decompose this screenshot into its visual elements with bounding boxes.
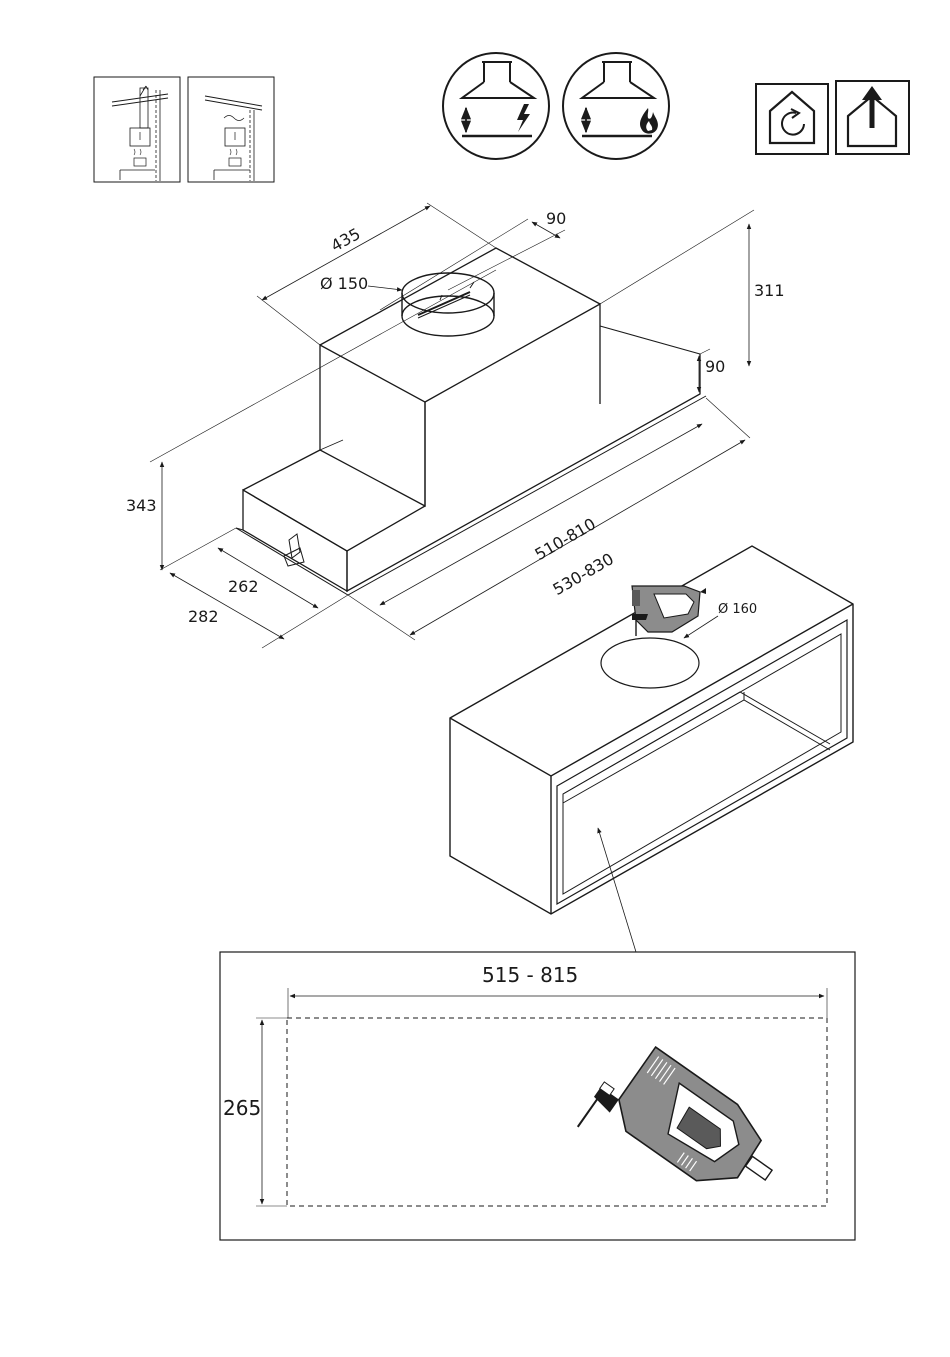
label-height-total: 311 [754,281,785,300]
label-cutout-width: 515 - 815 [482,963,578,987]
label-depth-inner: 262 [228,577,259,596]
ducted-installation-icon [94,77,180,182]
dimension-depth-lower: 262 282 [160,528,348,648]
label-depth-outer: 282 [188,607,219,626]
cutout-detail-panel: 515 - 815 265 [220,952,855,1240]
dimension-duct-diameter: Ø 150 [320,274,402,293]
house-recirculation-icon [756,84,828,154]
duct-collar [402,273,494,336]
dimension-height-total: 311 [600,210,785,366]
recirculation-installation-icon [188,77,274,182]
label-cutout-depth: 265 [223,1096,261,1120]
hood-distance-gas-hob-icon [563,53,669,159]
label-duct-diameter: Ø 150 [320,274,368,293]
label-width-inner: 510-810 [532,514,599,564]
dimension-offset-top: 90 [380,209,566,310]
hood-body [236,248,706,595]
house-extraction-icon [836,81,909,154]
label-height-left: 343 [126,496,157,515]
label-offset-top: 90 [546,209,566,228]
label-width-outer: 530-830 [550,549,617,599]
dimension-height-left: 343 [126,270,496,570]
hood-distance-electric-hob-icon [443,53,549,159]
jigsaw-icon [632,586,706,636]
jigsaw-icon [574,1034,791,1232]
label-depth-top: 435 [328,224,364,255]
label-height-lower: 90 [705,357,725,376]
dimension-height-lower: 90 [699,349,725,392]
label-cutout-hole: Ø 160 [718,602,757,617]
